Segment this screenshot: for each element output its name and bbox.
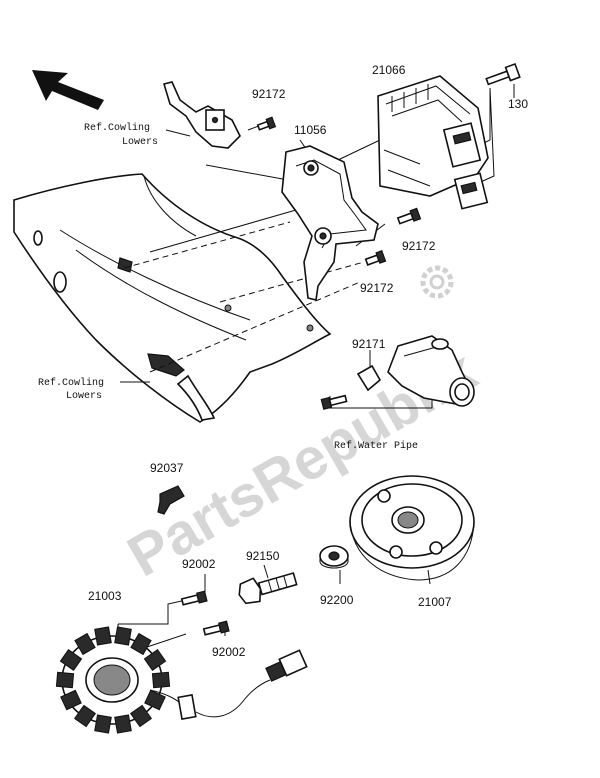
label-21003: 21003 bbox=[88, 589, 122, 603]
label-92172-low: 92172 bbox=[360, 281, 394, 295]
clamp-92171 bbox=[356, 364, 382, 392]
screw-92172-mid bbox=[396, 207, 422, 225]
regulator-rectifier bbox=[377, 75, 489, 210]
label-92150: 92150 bbox=[246, 549, 280, 563]
label-92171: 92171 bbox=[352, 337, 386, 351]
screw-92172-top bbox=[256, 116, 277, 131]
label-92172-mid: 92172 bbox=[402, 239, 436, 253]
reference-labels: Ref.Cowling Lowers Ref.Cowling Lowers Re… bbox=[38, 122, 418, 452]
bolt-92150 bbox=[238, 572, 298, 605]
ref-cowling-top-line1: Ref.Cowling bbox=[84, 122, 150, 134]
stator-21003 bbox=[55, 626, 308, 734]
screw-92002-top bbox=[180, 590, 208, 606]
bolt-130 bbox=[485, 62, 521, 86]
front-arrow-icon bbox=[32, 70, 104, 110]
label-92172-top: 92172 bbox=[252, 87, 286, 101]
label-92037: 92037 bbox=[150, 461, 184, 475]
label-130: 130 bbox=[508, 97, 528, 111]
ref-water-pipe: Ref.Water Pipe bbox=[334, 440, 418, 452]
ref-cowling-top-line2: Lowers bbox=[122, 137, 158, 148]
clip-92037 bbox=[157, 485, 185, 515]
cowling-lower bbox=[13, 173, 332, 423]
label-11056: 11056 bbox=[294, 123, 327, 137]
label-92200: 92200 bbox=[320, 593, 354, 607]
label-21007: 21007 bbox=[418, 595, 452, 609]
label-92002-top: 92002 bbox=[182, 557, 216, 571]
bolt-water-pipe bbox=[320, 394, 348, 410]
rotor-21007 bbox=[349, 475, 475, 581]
ref-cowling-bottom-line1: Ref.Cowling bbox=[38, 377, 104, 389]
screw-92172-low bbox=[364, 250, 387, 266]
water-pipe bbox=[387, 335, 475, 407]
cowling-bracket bbox=[162, 81, 241, 149]
bracket-11056 bbox=[281, 145, 379, 301]
screw-92002-low bbox=[202, 620, 230, 636]
ref-cowling-bottom-line2: Lowers bbox=[66, 391, 102, 402]
washer-92200 bbox=[319, 545, 349, 569]
part-number-labels: 21066 130 92172 11056 92172 92172 92171 … bbox=[88, 63, 528, 659]
watermark-gear-icon bbox=[420, 265, 454, 299]
label-92002-low: 92002 bbox=[212, 645, 246, 659]
label-21066: 21066 bbox=[372, 63, 406, 77]
